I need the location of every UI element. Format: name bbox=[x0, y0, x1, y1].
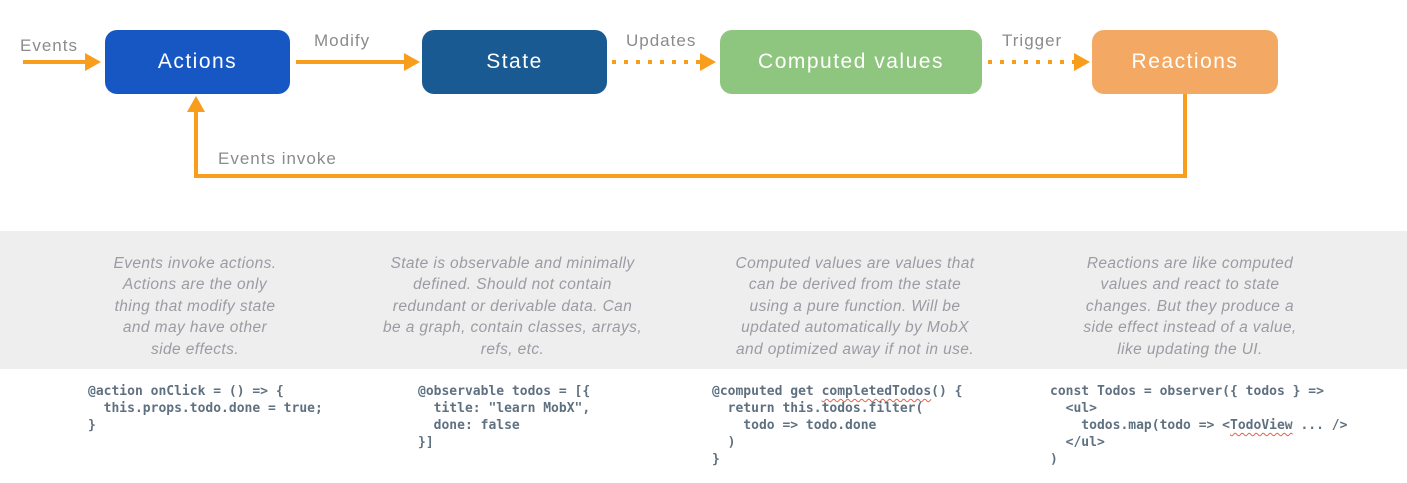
arrowhead-right-icon bbox=[1074, 53, 1090, 71]
updates-edge-label: Updates bbox=[626, 31, 697, 50]
node-reactions: Reactions bbox=[1092, 30, 1278, 94]
flow-diagram-section: Events Actions Modify State Updates Comp… bbox=[0, 0, 1407, 231]
reactions-description: Reactions are like computed values and r… bbox=[1083, 255, 1297, 358]
feedback-line-horizontal bbox=[194, 174, 1187, 178]
computed-values-description: Computed values are values that can be d… bbox=[735, 255, 975, 358]
updates-dotted-arrow bbox=[612, 53, 716, 71]
code-misspelled-word: TodoView bbox=[1230, 418, 1293, 433]
code-snippet-observer: const Todos = observer({ todos } => <ul>… bbox=[1050, 383, 1347, 468]
feedback-line-down bbox=[1183, 94, 1187, 178]
events-arrow bbox=[23, 53, 101, 71]
node-computed-values-label: Computed values bbox=[758, 50, 944, 73]
code-text: @computed get bbox=[712, 384, 822, 399]
code-text: () { return this.todos.filter( todo => t… bbox=[712, 384, 963, 467]
code-misspelled-word: completedTodos bbox=[821, 384, 932, 399]
code-snippet-action: @action onClick = () => { this.props.tod… bbox=[88, 384, 323, 433]
description-panel: Events invoke actions. Actions are the o… bbox=[0, 231, 1407, 369]
arrowhead-right-icon bbox=[700, 53, 716, 71]
code-snippets-section: @action onClick = () => { this.props.tod… bbox=[0, 369, 1407, 483]
node-computed-values: Computed values bbox=[720, 30, 982, 94]
actions-description: Events invoke actions. Actions are the o… bbox=[113, 255, 277, 358]
modify-arrow bbox=[296, 53, 420, 71]
node-reactions-label: Reactions bbox=[1131, 50, 1239, 73]
code-text: ... /> </ul> ) bbox=[1050, 418, 1348, 467]
trigger-dotted-arrow bbox=[988, 53, 1090, 71]
events-invoke-edge-label: Events invoke bbox=[218, 149, 337, 168]
modify-edge-label: Modify bbox=[314, 31, 371, 50]
node-actions-label: Actions bbox=[157, 50, 238, 73]
state-description: State is observable and minimally define… bbox=[382, 255, 643, 358]
events-edge-label: Events bbox=[20, 36, 78, 55]
arrowhead-right-icon bbox=[404, 53, 420, 71]
trigger-edge-label: Trigger bbox=[1002, 31, 1063, 50]
feedback-line-up bbox=[194, 111, 198, 178]
code-snippet-observable: @observable todos = [{ title: "learn Mob… bbox=[418, 384, 591, 450]
code-text: const Todos = observer({ todos } => <ul>… bbox=[1050, 384, 1324, 433]
node-state: State bbox=[422, 30, 607, 94]
node-state-label: State bbox=[486, 50, 543, 73]
node-actions: Actions bbox=[105, 30, 290, 94]
arrowhead-right-icon bbox=[85, 53, 101, 71]
code-snippet-computed: @computed get completedTodos() { return … bbox=[712, 383, 962, 468]
arrowhead-up-icon bbox=[187, 96, 205, 112]
